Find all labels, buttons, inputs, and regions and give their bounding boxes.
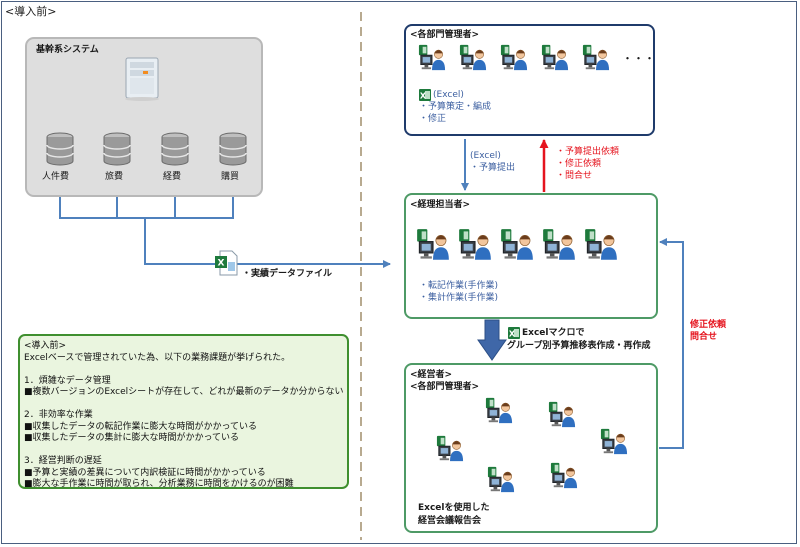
dept-item-budget: ・予算策定・編成 [419, 102, 492, 112]
dept-person-row [418, 44, 618, 72]
dept-manager-box [404, 24, 655, 136]
macro-down-arrow [477, 319, 507, 361]
note-line: <導入前> [24, 341, 67, 351]
keiri-item-aggregate: ・集計作業(手作業) [419, 293, 499, 303]
dept-ellipsis: ・・・ [622, 52, 655, 65]
person-at-computer-icon [582, 44, 610, 76]
note-line: ■収集したデータの集計に膨大な時間がかかっている [24, 433, 240, 443]
person-at-computer-icon [485, 397, 513, 429]
keiri-title: <経理担当者> [410, 200, 471, 210]
person-at-computer-icon [542, 228, 576, 266]
note-line: ■複数バージョンのExcelシートが存在して、どれが最新のデータか分からない [24, 387, 344, 397]
person-at-computer-icon [584, 228, 618, 266]
person-at-computer-icon [458, 228, 492, 266]
note-line: 1．煩雑なデータ管理 [24, 375, 111, 386]
system-box [25, 37, 263, 197]
database-icon [161, 132, 189, 166]
db-label-keihi: 経費 [163, 172, 182, 182]
note-line: 2．非効率な作業 [24, 410, 93, 420]
person-at-computer-icon [487, 466, 515, 498]
excel-icon: X [508, 327, 520, 339]
dept-excel-label: (Excel) [433, 90, 464, 100]
up-label-excel: (Excel) [470, 151, 501, 161]
note-line [24, 364, 343, 376]
person-at-computer-icon [500, 44, 528, 76]
system-title: 基幹系システム [36, 45, 99, 55]
right-label-inquiry: 問合せ [690, 332, 718, 342]
db-label-ryohi: 旅費 [105, 172, 124, 182]
person-at-computer-icon [600, 428, 628, 460]
issues-note-text: <導入前> Excelベースで管理されていた為、以下の業務課題が挙げられた。 1… [24, 341, 343, 491]
person-at-computer-icon [550, 462, 578, 494]
person-at-computer-icon [541, 44, 569, 76]
note-line: 3．経営判断の遅延 [24, 456, 102, 466]
database-icon [103, 132, 131, 166]
page-title: <導入前> [5, 5, 57, 18]
mgmt-title-1: <経営者> [410, 370, 453, 380]
down-label-inquiry: ・問合せ [556, 171, 593, 181]
keiri-person-row [416, 228, 636, 268]
down-label-request: ・予算提出依頼 [556, 147, 620, 157]
down-label-fix: ・修正依頼 [556, 159, 602, 169]
dept-title: <各部門管理者> [410, 30, 480, 40]
database-icon [219, 132, 247, 166]
person-at-computer-icon [459, 44, 487, 76]
db-label-jinkenhi: 人件費 [42, 172, 70, 182]
macro-label-1: Excelマクロで [522, 328, 585, 338]
person-at-computer-icon [418, 44, 446, 76]
svg-text:X: X [218, 259, 225, 269]
db-label-kobai: 購買 [221, 172, 240, 182]
issues-note [18, 334, 349, 489]
person-at-computer-icon [500, 228, 534, 266]
note-line [24, 445, 343, 457]
dept-item-fix: ・修正 [419, 114, 447, 124]
note-line: Excelベースで管理されていた為、以下の業務課題が挙げられた。 [24, 352, 291, 363]
person-at-computer-icon [548, 401, 576, 433]
excel-file-icon: X [215, 250, 238, 276]
note-line: ■膨大な手作業に時間が取られ、分析業務に時間をかけるのが困難 [24, 479, 294, 489]
note-line: ■予算と実績の差異について内訳検証に時間がかかっている [24, 467, 266, 478]
person-at-computer-icon [416, 228, 450, 266]
note-line [24, 399, 343, 411]
note-line: ■収集したデータの転記作業に膨大な時間がかかっている [24, 421, 258, 432]
excel-icon: X [419, 89, 431, 101]
server-icon [125, 57, 159, 101]
right-label-fix: 修正依頼 [690, 320, 727, 330]
feedback-loop-arrow [659, 238, 684, 449]
person-at-computer-icon [436, 435, 464, 467]
keiri-item-transcribe: ・転記作業(手作業) [419, 281, 499, 291]
up-label-submit: ・予算提出 [470, 163, 516, 173]
macro-label-2: グループ別予算推移表作成・再作成 [507, 341, 651, 351]
db-to-file-connector [59, 197, 390, 265]
data-file-label: ・実績データファイル [242, 269, 333, 279]
mgmt-caption-1: Excelを使用した [418, 503, 490, 513]
database-icon [46, 132, 74, 166]
svg-text:X: X [420, 92, 427, 101]
mgmt-title-2: <各部門管理者> [410, 382, 480, 392]
mgmt-caption-2: 経営会議報告会 [418, 516, 482, 526]
svg-text:X: X [509, 330, 516, 339]
